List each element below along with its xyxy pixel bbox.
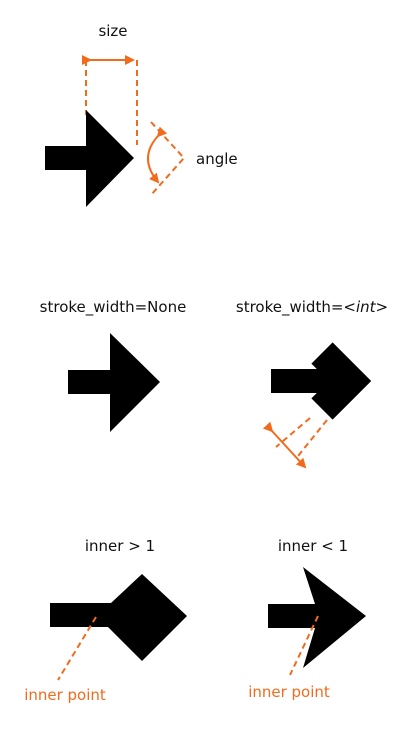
arrow-shape-stroked bbox=[271, 342, 372, 420]
stroke-int-var: int bbox=[356, 298, 377, 316]
stroke-guide-left bbox=[275, 417, 311, 448]
arrow-shape-no-stroke bbox=[68, 333, 160, 432]
stroke-guide-right bbox=[297, 419, 328, 457]
angle-guide bbox=[150, 121, 186, 196]
arrow-inner-gt bbox=[50, 574, 187, 661]
stroke-int-prefix: stroke_width=< bbox=[236, 298, 356, 317]
inner-point-guide-left bbox=[57, 616, 97, 681]
stroke-width-dimension-arrow bbox=[262, 421, 307, 469]
stroke-width-panel: stroke_width=None stroke_width=<int> bbox=[40, 298, 388, 469]
inner-gt-head bbox=[97, 574, 187, 661]
inner-point-right-label: inner point bbox=[248, 683, 330, 701]
stroke-int-label: stroke_width=<int> bbox=[236, 298, 388, 317]
stroke-int-suffix: > bbox=[376, 298, 389, 316]
inner-panel: inner > 1 inner < 1 inner point inner po… bbox=[24, 537, 366, 704]
angle-label: angle bbox=[196, 150, 238, 168]
inner-point-left-label: inner point bbox=[24, 686, 106, 704]
angle-arc-arrow bbox=[147, 126, 168, 184]
inner-gt-label: inner > 1 bbox=[85, 537, 155, 555]
stroke-none-label: stroke_width=None bbox=[40, 298, 187, 317]
inner-point-guide-right bbox=[289, 615, 319, 676]
inner-lt-label: inner < 1 bbox=[278, 537, 348, 555]
arrow-shape-main bbox=[45, 110, 134, 207]
stroked-arrow-head bbox=[311, 342, 372, 420]
size-label: size bbox=[98, 22, 127, 40]
size-angle-panel: size angle bbox=[45, 22, 238, 207]
